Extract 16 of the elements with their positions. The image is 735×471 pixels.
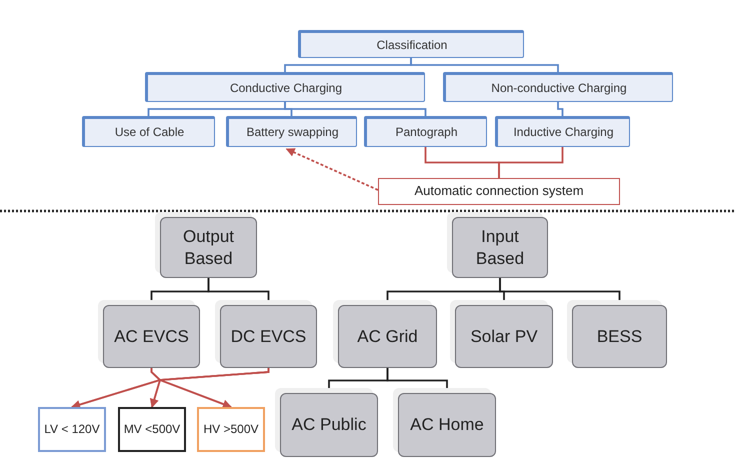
category-box: Inductive Charging — [495, 116, 630, 147]
callout-box: Automatic connection system — [378, 178, 620, 205]
arrow — [286, 148, 378, 191]
voltage-box: HV >500V — [197, 407, 265, 452]
category-box: Non-conductive Charging — [443, 72, 673, 102]
category-box: Battery swapping — [226, 116, 357, 147]
category-box: Classification — [298, 30, 524, 58]
connector-line — [557, 102, 564, 116]
category-box: Use of Cable — [82, 116, 215, 147]
category-box: Conductive Charging — [145, 72, 425, 102]
connector-line — [410, 58, 559, 72]
voltage-box: MV <500V — [118, 407, 186, 452]
voltage-box: LV < 120V — [38, 407, 106, 452]
connector-line — [284, 102, 426, 116]
category-box: Pantograph — [364, 116, 487, 147]
connector-line — [498, 147, 564, 178]
